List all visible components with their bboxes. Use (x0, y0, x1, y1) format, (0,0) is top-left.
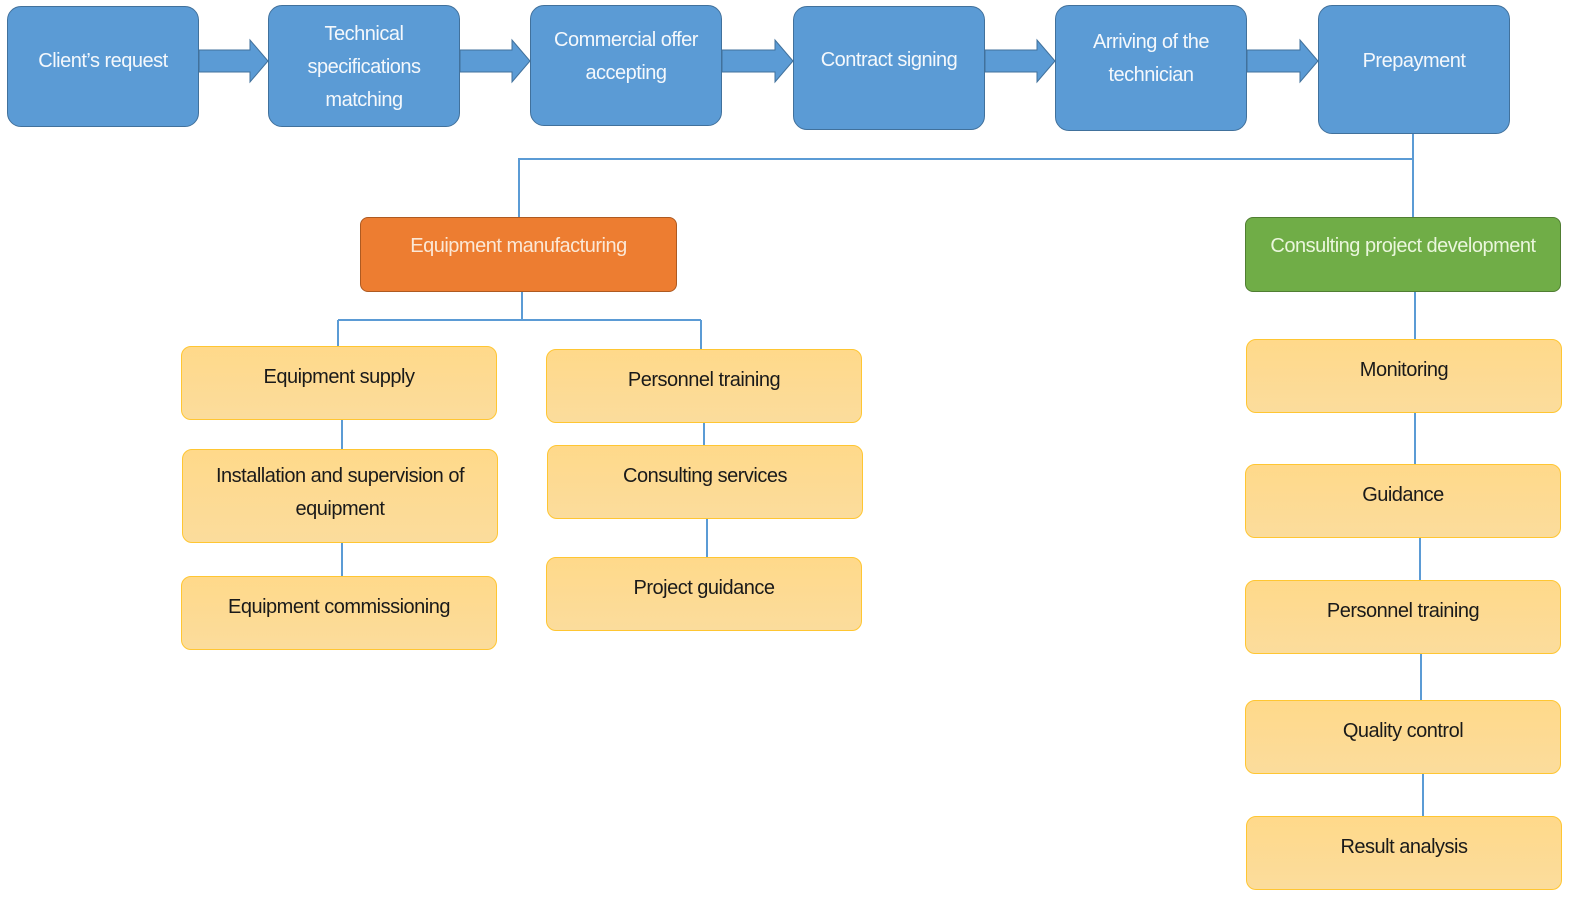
step-label: Prepayment (1362, 50, 1466, 72)
connector-manufacturing (337, 292, 702, 349)
step-technical-specifications: Technical specifications matching (268, 5, 460, 127)
step-prepayment: Prepayment (1318, 5, 1510, 134)
connector-mid-column (703, 423, 708, 557)
branch-equipment-manufacturing: Equipment manufacturing (360, 217, 677, 292)
task-label: Quality control (1342, 720, 1464, 742)
step-label: Arriving of the technician (1093, 31, 1209, 86)
arrow-1 (198, 38, 269, 84)
connector-prepayment (518, 134, 1414, 217)
task-guidance: Guidance (1245, 464, 1561, 538)
step-arriving-technician: Arriving of the technician (1055, 5, 1247, 131)
task-label: Equipment supply (263, 366, 415, 388)
arrow-3 (721, 38, 794, 84)
branch-label: Equipment manufacturing (410, 235, 627, 257)
task-project-guidance: Project guidance (546, 557, 862, 631)
task-label: Installation and supervision of equipmen… (216, 465, 465, 520)
step-contract-signing: Contract signing (793, 6, 985, 130)
arrow-5 (1246, 38, 1319, 84)
task-equipment-commissioning: Equipment commissioning (181, 576, 497, 650)
step-clients-request: Client’s request (7, 6, 199, 127)
task-monitoring: Monitoring (1246, 339, 1562, 413)
branch-label: Consulting project development (1270, 235, 1536, 257)
task-label: Personnel training (1326, 600, 1480, 622)
connector-consulting (1414, 292, 1424, 816)
task-label: Project guidance (633, 577, 775, 599)
step-label: Commercial offer accepting (554, 29, 698, 84)
arrow-4 (984, 38, 1056, 84)
task-label: Monitoring (1359, 359, 1449, 381)
task-label: Personnel training (627, 369, 781, 391)
step-label: Technical specifications matching (307, 23, 421, 111)
arrow-2 (459, 38, 531, 84)
task-personnel-training: Personnel training (546, 349, 862, 423)
step-label: Client’s request (38, 50, 168, 72)
step-commercial-offer: Commercial offer accepting (530, 5, 722, 126)
branch-consulting-project: Consulting project development (1245, 217, 1561, 292)
task-consulting-services: Consulting services (547, 445, 863, 519)
task-label: Guidance (1362, 484, 1444, 506)
task-label: Result analysis (1340, 836, 1468, 858)
task-equipment-supply: Equipment supply (181, 346, 497, 420)
step-label: Contract signing (820, 49, 958, 71)
task-personnel-training-consulting: Personnel training (1245, 580, 1561, 654)
task-quality-control: Quality control (1245, 700, 1561, 774)
task-label: Equipment commissioning (228, 596, 450, 618)
task-installation-supervision: Installation and supervision of equipmen… (182, 449, 498, 543)
task-label: Consulting services (623, 465, 787, 487)
task-result-analysis: Result analysis (1246, 816, 1562, 890)
